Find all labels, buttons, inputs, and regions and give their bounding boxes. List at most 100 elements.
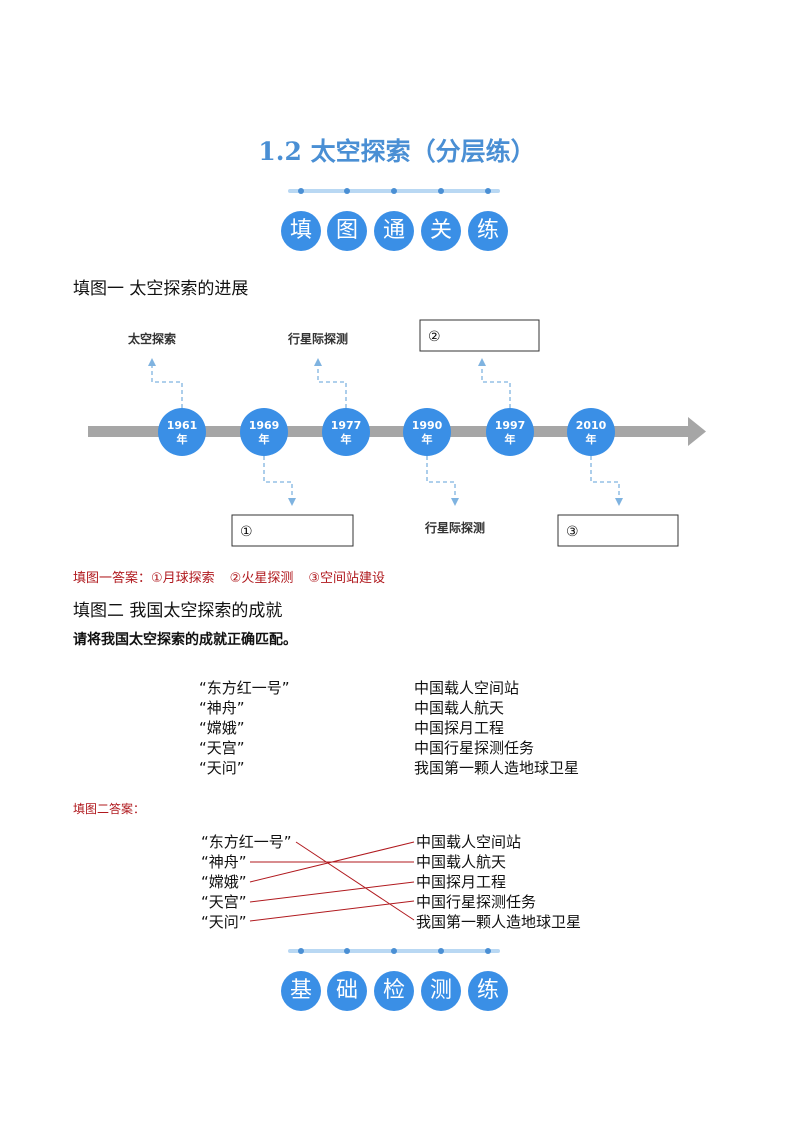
banner-dot bbox=[298, 948, 304, 954]
banner-char: 关 bbox=[421, 211, 461, 251]
year-unit: 年 bbox=[586, 432, 597, 446]
year-node bbox=[322, 408, 370, 456]
answer-box-2-label: ② bbox=[428, 329, 441, 345]
list-item: “嫦娥” bbox=[201, 873, 247, 891]
match-line bbox=[295, 841, 415, 921]
connector-1997 bbox=[481, 364, 511, 408]
year-node bbox=[240, 408, 288, 456]
fig1-heading: 填图一 太空探索的进展 bbox=[73, 279, 249, 299]
banner-dot bbox=[344, 188, 350, 194]
list-item: “天宫” bbox=[201, 893, 247, 911]
arrow-down-icon bbox=[451, 498, 459, 506]
list-item: “神舟” bbox=[199, 699, 245, 717]
list-item: “天问” bbox=[201, 913, 247, 931]
banner-dot bbox=[485, 188, 491, 194]
banner-char: 础 bbox=[327, 971, 367, 1011]
connector-1990 bbox=[426, 456, 456, 500]
arrow-up-icon bbox=[148, 358, 156, 366]
list-item: “东方红一号” bbox=[201, 833, 292, 851]
connector-1977 bbox=[317, 364, 347, 408]
connector-1961 bbox=[151, 364, 183, 408]
banner-dot bbox=[438, 188, 444, 194]
fig2-instruction: 请将我国太空探索的成就正确匹配。 bbox=[73, 632, 297, 648]
list-item: 我国第一颗人造地球卫星 bbox=[414, 759, 580, 777]
year-node bbox=[403, 408, 451, 456]
match-line bbox=[249, 900, 415, 922]
fig1-answer-2: ②火星探测 bbox=[229, 571, 294, 586]
answer-left-list: “东方红一号” “神舟” “嫦娥” “天宫” “天问” bbox=[201, 832, 292, 932]
banner-char: 通 bbox=[374, 211, 414, 251]
arrow-up-icon bbox=[314, 358, 322, 366]
fig1-answer-prefix: 填图一答案： bbox=[73, 571, 152, 586]
fig1-answer: 填图一答案：①月球探索 ②火星探测 ③空间站建设 bbox=[73, 567, 385, 586]
match-right-list: 中国载人空间站 中国载人航天 中国探月工程 中国行星探测任务 我国第一颗人造地球… bbox=[414, 678, 579, 778]
page-title: 1.2 太空探索（分层练） bbox=[258, 137, 536, 166]
fig2-heading: 填图二 我国太空探索的成就 bbox=[73, 601, 283, 621]
banner-dot bbox=[344, 948, 350, 954]
answer-box-1-label: ① bbox=[240, 524, 253, 540]
label-1961: 太空探索 bbox=[128, 331, 176, 346]
year-unit: 年 bbox=[341, 432, 352, 446]
list-item: 中国载人航天 bbox=[414, 699, 505, 717]
list-item: 中国探月工程 bbox=[414, 719, 505, 737]
banner-char: 练 bbox=[468, 211, 508, 251]
arrow-down-icon bbox=[288, 498, 296, 506]
year-node bbox=[567, 408, 615, 456]
match-line bbox=[249, 881, 415, 903]
timeline-bar bbox=[88, 426, 690, 437]
list-item: 中国载人空间站 bbox=[416, 833, 522, 851]
year-unit: 年 bbox=[505, 432, 516, 446]
year-node bbox=[486, 408, 534, 456]
list-item: “天宫” bbox=[199, 739, 245, 757]
match-left-list: “东方红一号” “神舟” “嫦娥” “天宫” “天问” bbox=[199, 678, 290, 778]
fig1-answer-3: ③空间站建设 bbox=[308, 571, 385, 586]
banner-char: 检 bbox=[374, 971, 414, 1011]
list-item: 中国行星探测任务 bbox=[414, 739, 535, 757]
timeline-arrowhead bbox=[688, 417, 706, 446]
list-item: “天问” bbox=[199, 759, 245, 777]
answer-right-list: 中国载人空间站 中国载人航天 中国探月工程 中国行星探测任务 我国第一颗人造地球… bbox=[416, 832, 581, 932]
banner-char: 填 bbox=[281, 211, 321, 251]
banner-dot bbox=[485, 948, 491, 954]
fig2-answer-label: 填图二答案： bbox=[73, 802, 146, 816]
banner-char: 练 bbox=[468, 971, 508, 1011]
label-1977: 行星际探测 bbox=[287, 331, 348, 346]
answer-box-2 bbox=[419, 319, 540, 352]
banner-char: 图 bbox=[327, 211, 367, 251]
year-unit: 年 bbox=[177, 432, 188, 446]
list-item: “东方红一号” bbox=[199, 679, 290, 697]
year-value: 1990 bbox=[412, 419, 443, 432]
arrow-up-icon bbox=[478, 358, 486, 366]
section-banner-basic-test: 基 础 检 测 练 bbox=[281, 948, 508, 1019]
arrow-down-icon bbox=[615, 498, 623, 506]
banner-dot bbox=[298, 188, 304, 194]
list-item: 中国载人空间站 bbox=[414, 679, 520, 697]
year-value: 1961 bbox=[167, 419, 198, 432]
banner-dot bbox=[438, 948, 444, 954]
year-value: 1969 bbox=[249, 419, 280, 432]
fig1-answer-1: ①月球探索 bbox=[151, 571, 215, 586]
year-value: 2010 bbox=[576, 419, 607, 432]
list-item: “神舟” bbox=[201, 853, 247, 871]
year-value: 1977 bbox=[331, 419, 362, 432]
section-banner-fill-map: 填 图 通 关 练 bbox=[281, 188, 508, 259]
banner-char: 基 bbox=[281, 971, 321, 1011]
label-1990: 行星际探测 bbox=[424, 520, 485, 535]
list-item: “嫦娥” bbox=[199, 719, 245, 737]
list-item: 我国第一颗人造地球卫星 bbox=[416, 913, 582, 931]
banner-dot bbox=[391, 948, 397, 954]
list-item: 中国载人航天 bbox=[416, 853, 507, 871]
year-value: 1997 bbox=[495, 419, 526, 432]
list-item: 中国探月工程 bbox=[416, 873, 507, 891]
answer-box-1 bbox=[231, 514, 354, 547]
connector-2010 bbox=[590, 456, 620, 500]
answer-box-3-label: ③ bbox=[566, 524, 579, 540]
year-unit: 年 bbox=[259, 432, 270, 446]
banner-dot bbox=[391, 188, 397, 194]
list-item: 中国行星探测任务 bbox=[416, 893, 537, 911]
year-node bbox=[158, 408, 206, 456]
banner-char: 测 bbox=[421, 971, 461, 1011]
year-unit: 年 bbox=[422, 432, 433, 446]
answer-box-3 bbox=[557, 514, 679, 547]
